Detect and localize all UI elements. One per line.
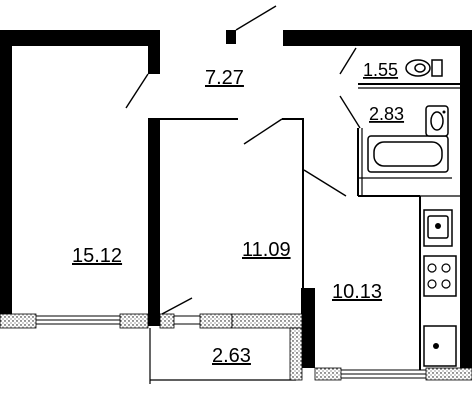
hall-entry-door [235,5,277,31]
kitchen-door [303,169,347,197]
area-hallway: 7.27 [205,67,244,89]
area-room-left: 15.12 [72,245,122,267]
left-wall [0,30,12,326]
right-wall [460,30,472,376]
balcony-door [161,297,193,315]
kitchen-sink-icon [423,209,453,247]
bottom-window-left [0,313,149,329]
bathroom-door [339,95,361,129]
partition-middle-kitchen [301,288,315,368]
washbasin-icon [425,105,449,137]
top-wall-right [283,30,472,46]
top-wall-left [0,30,160,46]
stove-icon [423,255,457,297]
area-toilet: 1.55 [363,60,398,80]
area-kitchen: 10.13 [332,281,382,303]
bottom-window-right [314,367,472,381]
top-wall-middle [226,30,236,44]
bottom-window-middle [159,313,303,329]
partition-left-middle [148,118,160,326]
partition-left-top [148,30,160,74]
area-room-middle: 11.09 [242,239,291,261]
bathtub-icon [367,135,449,173]
balcony-outline [149,327,303,384]
area-balcony: 2.63 [212,345,251,367]
area-bathroom: 2.83 [369,104,404,124]
kitchen-counter [419,195,460,370]
toilet-icon [405,59,443,77]
toilet-door [339,47,357,75]
fridge-icon [423,325,457,367]
room-left-door [125,73,149,109]
room-middle-door [243,118,283,145]
